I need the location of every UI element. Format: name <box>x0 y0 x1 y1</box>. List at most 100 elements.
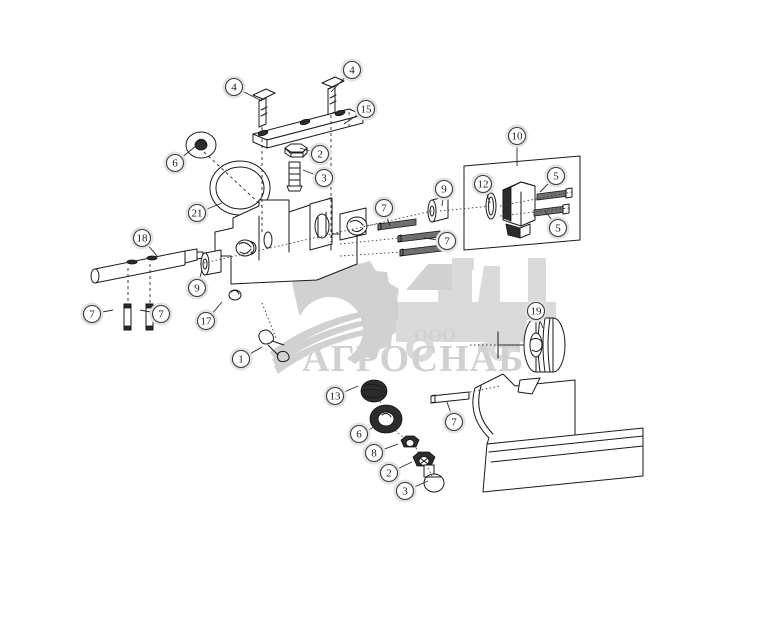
callout-10[interactable]: 10 <box>505 124 529 167</box>
mounting-bolt-upper <box>536 187 573 201</box>
callout-circle[interactable] <box>310 144 330 164</box>
callout-circle[interactable] <box>374 198 394 218</box>
callout-number: 7 <box>381 203 387 215</box>
callout-1[interactable]: 1 <box>229 346 263 371</box>
callout-7[interactable]: 7 <box>139 302 173 326</box>
callout-number: 7 <box>158 309 164 321</box>
callout-circle[interactable] <box>364 443 384 463</box>
hex-nut-top <box>284 143 308 158</box>
axis-stack-3 <box>415 447 421 457</box>
callout-6[interactable]: 6 <box>163 145 197 175</box>
callout-7[interactable]: 7 <box>423 229 459 253</box>
callout-circle[interactable] <box>314 168 334 188</box>
callout-circle[interactable] <box>224 77 244 97</box>
hex-bolt-bottom <box>423 464 445 493</box>
watermark-group: ООО АГРОСНАБ <box>270 256 556 380</box>
callout-circle[interactable] <box>473 174 493 194</box>
align-washer-ring <box>203 151 263 207</box>
callout-circle[interactable] <box>349 424 369 444</box>
axis-main-2 <box>439 205 492 212</box>
callout-6[interactable]: 6 <box>347 422 382 446</box>
callout-7[interactable]: 7 <box>372 196 396 227</box>
cap-screw-left <box>252 88 276 128</box>
callout-number: 2 <box>317 149 323 161</box>
callout-circle[interactable] <box>548 218 568 238</box>
shield-guard-panel <box>472 373 644 493</box>
callout-number: 2 <box>386 468 392 480</box>
callout-number: 6 <box>356 429 362 441</box>
callout-number: 7 <box>451 417 457 429</box>
callout-circle[interactable] <box>434 179 454 199</box>
gear-swoosh-2 <box>272 314 448 367</box>
callout-circle[interactable] <box>82 304 102 324</box>
callout-circle[interactable] <box>196 311 216 331</box>
callout-circle[interactable] <box>231 349 251 369</box>
callout-number: 4 <box>231 82 237 94</box>
callout-2[interactable]: 2 <box>299 142 332 166</box>
callout-circle[interactable] <box>437 231 457 251</box>
callout-circle[interactable] <box>151 304 171 324</box>
callout-number: 13 <box>330 391 342 403</box>
callout-number: 4 <box>349 65 355 77</box>
grooved-pulley <box>497 317 566 373</box>
roll-pin-bottom <box>430 391 470 404</box>
axis-valve <box>499 191 573 207</box>
callout-21[interactable]: 21 <box>185 201 223 225</box>
callout-circle[interactable] <box>356 99 376 119</box>
callout-number: 1 <box>238 354 244 366</box>
watermark-prefix: ООО <box>414 325 456 345</box>
callout-9[interactable]: 9 <box>432 177 456 207</box>
callout-4[interactable]: 4 <box>222 75 263 102</box>
callout-circle[interactable] <box>395 481 415 501</box>
callout-3[interactable]: 3 <box>393 479 429 503</box>
callout-circle[interactable] <box>379 463 399 483</box>
callout-3[interactable]: 3 <box>302 166 336 190</box>
callout-15[interactable]: 15 <box>343 97 378 125</box>
callout-2[interactable]: 2 <box>377 461 413 485</box>
callout-5[interactable]: 5 <box>544 210 570 240</box>
callout-number: 3 <box>402 486 408 498</box>
callout-number: 5 <box>553 171 559 183</box>
lock-nut <box>400 435 420 448</box>
callout-circle[interactable] <box>507 126 527 146</box>
callout-circle[interactable] <box>444 412 464 432</box>
callout-19[interactable]: 19 <box>524 299 548 329</box>
hex-nut-bottom <box>412 451 436 467</box>
callout-circle[interactable] <box>165 153 185 173</box>
callout-circle[interactable] <box>187 278 207 298</box>
callout-circle[interactable] <box>342 60 362 80</box>
callout-circle[interactable] <box>546 166 566 186</box>
hex-bolt-top <box>286 161 303 192</box>
callout-13[interactable]: 13 <box>323 384 359 408</box>
bushing-left <box>200 249 222 276</box>
callout-circle[interactable] <box>132 228 152 248</box>
flat-washer-top <box>185 131 217 159</box>
flat-washer-bottom <box>369 404 403 434</box>
callout-number: 6 <box>172 158 178 170</box>
callout-8[interactable]: 8 <box>362 441 399 465</box>
mounting-bolt-lower <box>533 203 570 217</box>
callout-circle[interactable] <box>526 301 546 321</box>
callout-number: 10 <box>512 131 524 143</box>
valve-motor-body <box>502 181 536 239</box>
axis-pin-bottom <box>469 385 501 393</box>
gear-swoosh <box>270 305 445 360</box>
axis-stack-4 <box>427 467 433 477</box>
callout-number: 8 <box>371 448 377 460</box>
callout-circle[interactable] <box>325 386 345 406</box>
callout-18[interactable]: 18 <box>130 226 158 257</box>
callout-5[interactable]: 5 <box>539 164 568 193</box>
callout-number: 18 <box>137 233 149 245</box>
callout-12[interactable]: 12 <box>471 172 495 204</box>
callout-7[interactable]: 7 <box>80 302 114 326</box>
combine-harvester-icon <box>396 258 556 362</box>
callout-7[interactable]: 7 <box>442 401 466 434</box>
callout-4[interactable]: 4 <box>330 58 364 93</box>
callout-circle[interactable] <box>187 203 207 223</box>
callout-9[interactable]: 9 <box>185 269 209 300</box>
callout-number: 12 <box>478 179 489 191</box>
callout-number: 15 <box>361 104 373 116</box>
axis-stack-2 <box>391 427 405 439</box>
callout-17[interactable]: 17 <box>194 301 223 333</box>
